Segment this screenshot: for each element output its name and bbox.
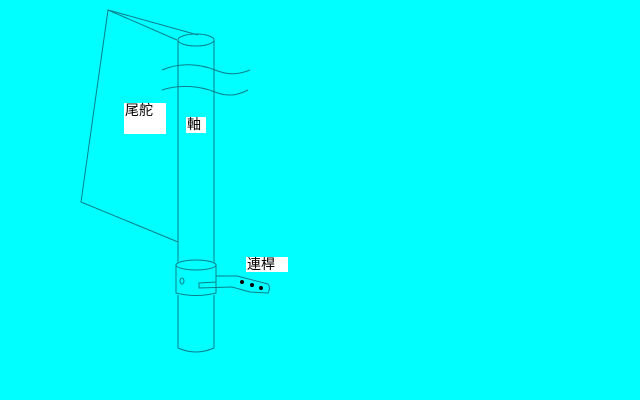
- break-line-2: [161, 85, 249, 96]
- collar-body: [175, 265, 217, 296]
- horn-hole-2: [250, 283, 254, 287]
- horn-hole-3: [259, 286, 263, 290]
- rudder-outline: [80, 9, 199, 243]
- horn-arm: [198, 275, 270, 294]
- shaft-top: [177, 33, 215, 47]
- rudder-label: 尾舵: [124, 103, 166, 134]
- collar-top: [175, 259, 217, 271]
- collar-screw: [179, 277, 185, 285]
- link-rod-label: 連桿: [246, 257, 288, 273]
- shaft-label: 軸: [186, 117, 206, 133]
- shaft-bottom: [177, 347, 215, 353]
- rudder-top-edge: [107, 9, 178, 41]
- horn-hole-1: [240, 280, 244, 284]
- break-line-1: [161, 64, 251, 75]
